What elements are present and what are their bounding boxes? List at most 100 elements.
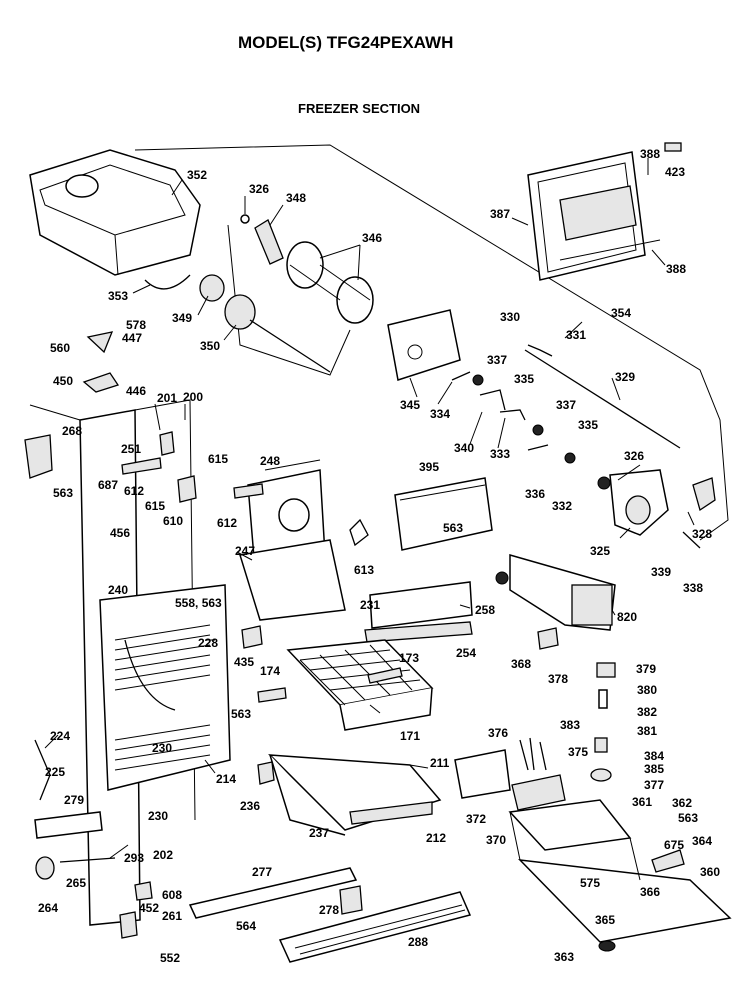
part-label: 563 [443, 521, 463, 535]
part-label: 231 [360, 598, 380, 612]
part-label: 456 [110, 526, 130, 540]
linkages [451, 371, 576, 464]
part-label: 173 [399, 651, 419, 665]
pan-211 [268, 754, 442, 836]
base-360 [508, 799, 732, 943]
part-label: 375 [568, 745, 588, 759]
part-label: 333 [490, 447, 510, 461]
part-label: 337 [556, 398, 576, 412]
part-label: 687 [98, 478, 118, 492]
part-236 [257, 761, 275, 785]
part-610 [177, 475, 197, 503]
part-380 [598, 689, 608, 709]
part-label: 379 [636, 662, 656, 676]
part-label: 346 [362, 231, 382, 245]
part-label: 560 [50, 341, 70, 355]
cover-258 [369, 581, 473, 629]
part-label: 385 [644, 762, 664, 776]
part-label: 552 [160, 951, 180, 965]
part-label: 350 [200, 339, 220, 353]
part-label: 615 [208, 452, 228, 466]
part-label: 578 [126, 318, 146, 332]
bracket-446 [82, 372, 120, 393]
spacer-348 [254, 219, 284, 265]
part-label: 293 [124, 851, 144, 865]
part-label: 388 [666, 262, 686, 276]
part-label: 248 [260, 454, 280, 468]
part-label: 362 [672, 796, 692, 810]
part-label: 366 [640, 885, 660, 899]
part-label: 331 [566, 328, 586, 342]
rod-329 [524, 349, 681, 449]
bracket-268 [24, 434, 53, 479]
part-label: 329 [615, 370, 635, 384]
part-label: 613 [354, 563, 374, 577]
switch-379 [596, 662, 616, 678]
part-251 [159, 431, 175, 456]
part-label: 337 [487, 353, 507, 367]
model-title: MODEL(S) TFG24PEXAWH [238, 33, 453, 52]
part-612a [121, 457, 162, 475]
wires-376 [519, 737, 547, 771]
part-label: 237 [309, 826, 329, 840]
part-label: 258 [475, 603, 495, 617]
part-label: 352 [187, 168, 207, 182]
part-label: 174 [260, 664, 280, 678]
leader-lines [44, 158, 695, 859]
part-labels: 352 326 348 346 353 349 350 388 423 387 … [38, 147, 720, 965]
part-label: 212 [426, 831, 446, 845]
part-label: 336 [525, 487, 545, 501]
part-383 [594, 737, 608, 753]
part-612b [233, 483, 264, 499]
part-label: 612 [124, 484, 144, 498]
part-label: 360 [700, 865, 720, 879]
part-608 [134, 881, 153, 901]
part-label: 450 [53, 374, 73, 388]
part-label: 383 [560, 718, 580, 732]
part-label: 353 [108, 289, 128, 303]
part-label: 278 [319, 903, 339, 917]
part-label: 338 [683, 581, 703, 595]
part-label: 388 [640, 147, 660, 161]
plate-345 [387, 309, 461, 381]
panel-395 [394, 477, 493, 551]
part-label: 211 [430, 756, 450, 770]
part-label: 201 [157, 391, 177, 405]
part-label: 423 [665, 165, 685, 179]
door-387 [527, 142, 682, 281]
enclosure-outline [134, 144, 729, 541]
part-label: 382 [637, 705, 657, 719]
part-label: 240 [108, 583, 128, 597]
part-label: 225 [45, 765, 65, 779]
part-278 [339, 885, 363, 915]
fitting-364 [651, 849, 685, 873]
bracket-447 [86, 331, 114, 354]
part-label: 349 [172, 311, 192, 325]
part-label: 325 [590, 544, 610, 558]
part-label: 384 [644, 749, 664, 763]
part-label: 326 [249, 182, 269, 196]
part-label: 575 [580, 876, 600, 890]
part-label: 365 [595, 913, 615, 927]
part-label: 261 [162, 909, 182, 923]
part-label: 345 [400, 398, 420, 412]
part-label: 230 [152, 741, 172, 755]
part-label: 171 [400, 729, 420, 743]
cover-372 [454, 749, 511, 799]
fan-613 [349, 518, 369, 547]
part-label: 202 [153, 848, 173, 862]
glide-173 [367, 667, 403, 684]
part-377 [590, 768, 612, 782]
part-label: 339 [651, 565, 671, 579]
part-label: 447 [122, 331, 142, 345]
part-label: 368 [511, 657, 531, 671]
part-label: 675 [664, 838, 684, 852]
part-label: 610 [163, 514, 183, 528]
grille-288 [278, 891, 472, 963]
part-label: 214 [216, 772, 236, 786]
housing-247-248 [239, 459, 346, 621]
part-label: 612 [217, 516, 237, 530]
part-368 [537, 627, 559, 650]
part-label: 395 [419, 460, 439, 474]
